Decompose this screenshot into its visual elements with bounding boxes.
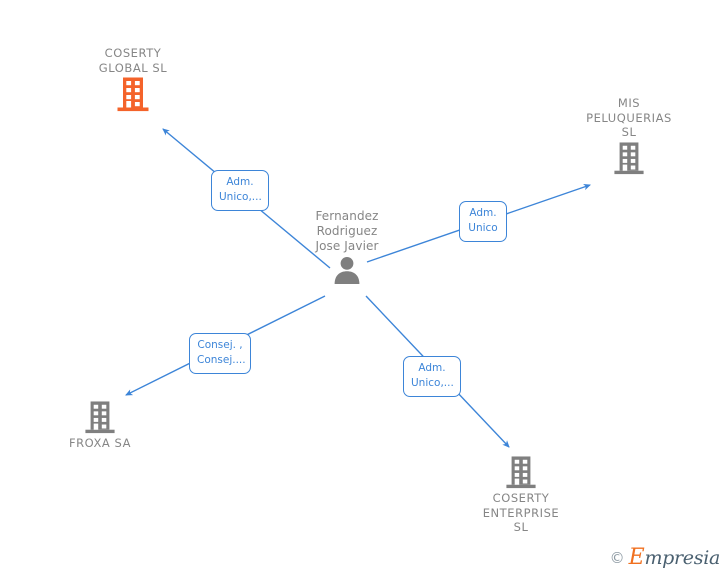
edge-label-froxa[interactable]: Consej. , Consej.... [189, 333, 251, 374]
copyright-icon: © [609, 548, 625, 567]
building-icon [506, 456, 536, 489]
brand-initial: E [628, 545, 645, 570]
edge-label-coserty-global[interactable]: Adm. Unico,... [211, 170, 269, 211]
node-label-coserty-global-sl: COSERTY GLOBAL SL [98, 46, 168, 75]
node-fernandez-rodriguez-jose-javier[interactable]: Fernandez Rodriguez Jose Javier [272, 209, 422, 285]
node-coserty-enterprise-sl[interactable]: COSERTY ENTERPRISE SL [446, 455, 596, 535]
building-icon [117, 77, 149, 112]
empresia-watermark: © Empresia [609, 545, 721, 570]
node-label-fernandez-rodriguez-jose-javier: Fernandez Rodriguez Jose Javier [315, 209, 379, 253]
building-icon [85, 401, 115, 434]
person-icon [334, 257, 360, 284]
node-mis-peluquerias-sl[interactable]: MIS PELUQUERIAS SL [554, 96, 704, 175]
brand-rest: mpresia [644, 547, 720, 569]
building-icon [614, 141, 644, 174]
node-label-mis-peluquerias-sl: MIS PELUQUERIAS SL [586, 96, 672, 139]
node-coserty-global-sl[interactable]: COSERTY GLOBAL SL [58, 46, 208, 112]
edge-label-mis-peluquerias[interactable]: Adm. Unico [459, 201, 507, 242]
node-label-coserty-enterprise-sl: COSERTY ENTERPRISE SL [482, 491, 560, 534]
brand-logo: Empresia [628, 545, 721, 570]
node-label-froxa-sa: FROXA SA [68, 436, 132, 450]
edge-label-coserty-enterprise[interactable]: Adm. Unico,... [403, 356, 461, 397]
node-froxa-sa[interactable]: FROXA SA [25, 400, 175, 451]
